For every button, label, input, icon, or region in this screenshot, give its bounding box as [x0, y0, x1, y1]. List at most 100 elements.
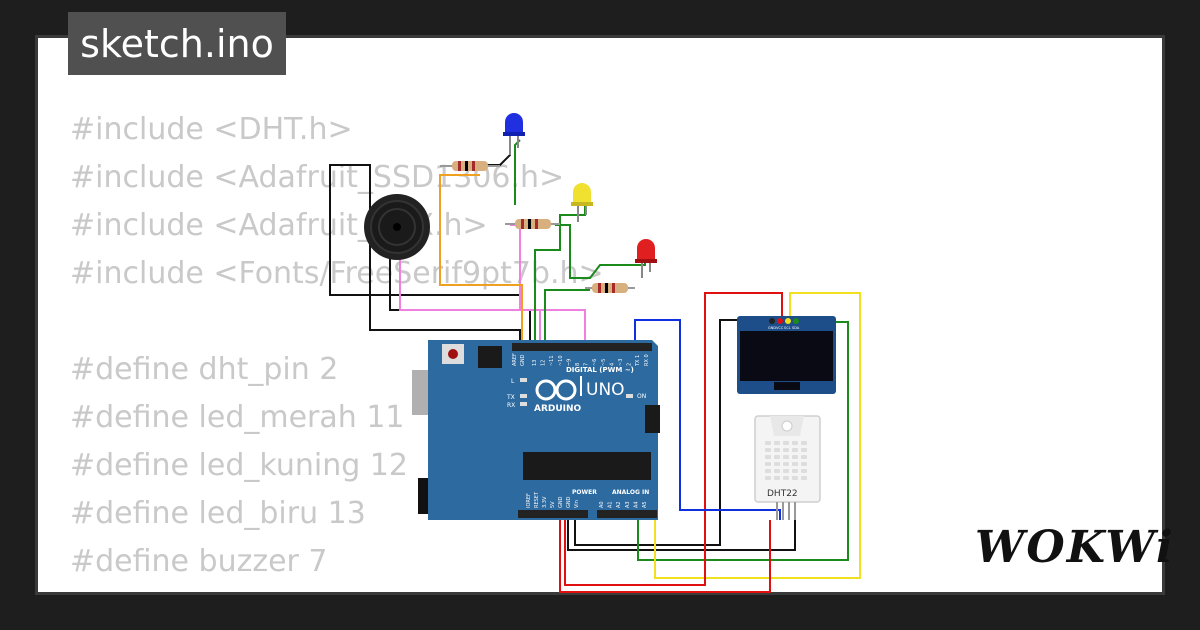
analog-label: ANALOG IN: [612, 489, 649, 496]
code-line: #define led_kuning 12: [70, 448, 408, 483]
dht-vent: [765, 476, 771, 480]
pin-label: A4: [633, 501, 639, 508]
board-brand: ARDUINO: [534, 404, 582, 414]
sketch-tab[interactable]: sketch.ino: [68, 12, 286, 75]
led-blue: [503, 113, 525, 155]
pin-label: GND: [520, 354, 526, 366]
dht-vent: [765, 462, 771, 466]
wire-black-5: [567, 500, 796, 551]
pin-label: ~6: [592, 359, 598, 366]
dht-vent: [792, 462, 798, 466]
digital-label: DIGITAL (PWM ~): [566, 366, 634, 374]
pin-label: ~11: [549, 355, 555, 366]
tx-label: TX: [506, 394, 515, 401]
dht-vent: [801, 462, 807, 466]
resistor-1: [440, 161, 500, 171]
code-line: #define led_merah 11: [70, 400, 405, 435]
pin-label: A1: [608, 501, 614, 508]
code-line: #include <Fonts/FreeSerif9pt7b.h>: [70, 256, 604, 291]
pin-label: TX 1: [635, 355, 641, 367]
pin-label: ~9: [566, 359, 572, 366]
resistor-2: [505, 219, 560, 229]
wire-yellow: [654, 292, 861, 579]
pin-label: 5V: [550, 501, 556, 508]
arduino-uno: UNO ARDUINO DIGITAL (PWM ~) POWER ANALOG…: [412, 340, 660, 520]
pin-label: 12: [541, 360, 547, 366]
resistor-3: [585, 283, 635, 293]
dht-vent: [774, 462, 780, 466]
dht-vent: [792, 455, 798, 459]
wire-green-5: [637, 321, 849, 561]
wire-green-3: [514, 139, 521, 205]
pin-label: 3.3V: [542, 496, 548, 508]
wire-pink-2: [399, 255, 586, 340]
pin-label: A3: [625, 501, 631, 508]
dht-vent: [792, 476, 798, 480]
dht-vent: [801, 476, 807, 480]
oled-pin-label: GND: [768, 326, 776, 330]
dht-vent: [783, 455, 789, 459]
wire-green-4: [555, 224, 646, 279]
wire-black-4: [574, 319, 745, 546]
dht-vent: [783, 469, 789, 473]
dht22-sensor: DHT22: [754, 415, 821, 520]
dht-vent: [765, 448, 771, 452]
pin-label: Vin: [574, 500, 580, 508]
dht22-label: DHT22: [767, 489, 798, 499]
code-line: #define buzzer 7: [70, 544, 328, 579]
wire-red-1: [559, 515, 771, 593]
pin-label: A5: [642, 501, 648, 508]
wire-black-1: [329, 164, 521, 340]
dht-vent: [801, 455, 807, 459]
dht-vent: [801, 448, 807, 452]
oled-pin-label: SDA: [792, 326, 800, 330]
pin-label: 8: [575, 363, 581, 366]
code-line: #include <Adafruit_SSD1306.h>: [70, 160, 565, 195]
led-red: [635, 239, 657, 278]
pin-label: 7: [584, 363, 590, 366]
pin-label: ~3: [618, 359, 624, 366]
pin-label: AREF: [512, 353, 518, 366]
dht-vent: [783, 476, 789, 480]
dht-vent: [783, 448, 789, 452]
buzzer: [364, 194, 430, 260]
dht-vent: [774, 448, 780, 452]
dht-vent: [774, 441, 780, 445]
pin-label: IOREF: [526, 493, 532, 508]
dht-vent: [801, 441, 807, 445]
oled-pin-label: VCC: [776, 326, 784, 330]
pin-label: GND: [566, 496, 572, 508]
wire-blue: [634, 319, 781, 520]
code-background: #include <DHT.h>#include <Adafruit_SSD13…: [70, 106, 604, 592]
on-label: ON: [637, 393, 646, 400]
dht-vent: [801, 469, 807, 473]
dht-vent: [792, 469, 798, 473]
pin-label: 4: [609, 363, 615, 366]
pin-label: RX 0: [644, 354, 650, 366]
dht-vent: [765, 441, 771, 445]
dht-vent: [774, 455, 780, 459]
pin-label: 13: [532, 360, 538, 366]
pin-label: A0: [599, 501, 605, 508]
wokwi-logo: WOKWi: [975, 522, 1175, 573]
code-line: #include <Adafruit_GFX.h>: [70, 208, 488, 243]
pin-label: ~10: [558, 355, 564, 366]
board-model: UNO: [586, 380, 625, 400]
pin-label: RESET: [534, 491, 540, 508]
dht-vent: [765, 469, 771, 473]
dht-vent: [774, 469, 780, 473]
oled-pin-label: SCL: [784, 326, 791, 330]
dht-vent: [792, 441, 798, 445]
dht-vent: [783, 462, 789, 466]
code-line: #define led_biru 13: [70, 496, 366, 531]
dht-vent: [774, 476, 780, 480]
dht-vent: [792, 448, 798, 452]
led-yellow: [571, 183, 593, 222]
pin-label: ~5: [601, 359, 607, 366]
